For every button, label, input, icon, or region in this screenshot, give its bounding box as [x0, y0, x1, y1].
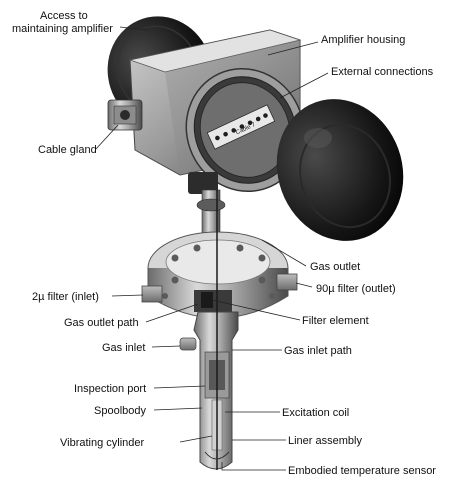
gas-inlet-fitting — [179, 337, 197, 351]
label-embodied-temperature-sensor: Embodied temperature sensor — [288, 465, 436, 477]
label-filter-outlet: 90µ filter (outlet) — [316, 283, 396, 295]
device-illustration: Cable 7 — [107, 16, 404, 470]
label-access-amplifier-line2: maintaining amplifier — [12, 23, 113, 35]
label-gas-outlet: Gas outlet — [310, 261, 360, 273]
label-filter-inlet: 2µ filter (inlet) — [32, 291, 99, 303]
label-gas-inlet: Gas inlet — [102, 342, 145, 354]
label-inspection-port: Inspection port — [74, 383, 146, 395]
label-access-amplifier-line1: Access to — [40, 10, 88, 22]
label-excitation-coil: Excitation coil — [282, 407, 349, 419]
front-cap — [276, 99, 404, 241]
leader-lines — [95, 26, 329, 471]
label-filter-element: Filter element — [302, 315, 369, 327]
filter-manifold — [141, 231, 298, 319]
label-cable-gland: Cable gland — [38, 144, 97, 156]
sensor-body — [193, 190, 239, 470]
label-spoolbody: Spoolbody — [94, 405, 146, 417]
labels: Access to maintaining amplifier Amplifie… — [12, 10, 436, 477]
label-gas-inlet-path: Gas inlet path — [284, 345, 352, 357]
label-vibrating-cylinder: Vibrating cylinder — [60, 437, 145, 449]
label-external-connections: External connections — [331, 66, 434, 78]
cable-gland — [107, 99, 143, 131]
label-amplifier-housing: Amplifier housing — [321, 34, 405, 46]
label-gas-outlet-path: Gas outlet path — [64, 317, 139, 329]
label-liner-assembly: Liner assembly — [288, 435, 362, 447]
terminal-ring: Cable 7 — [185, 67, 305, 193]
